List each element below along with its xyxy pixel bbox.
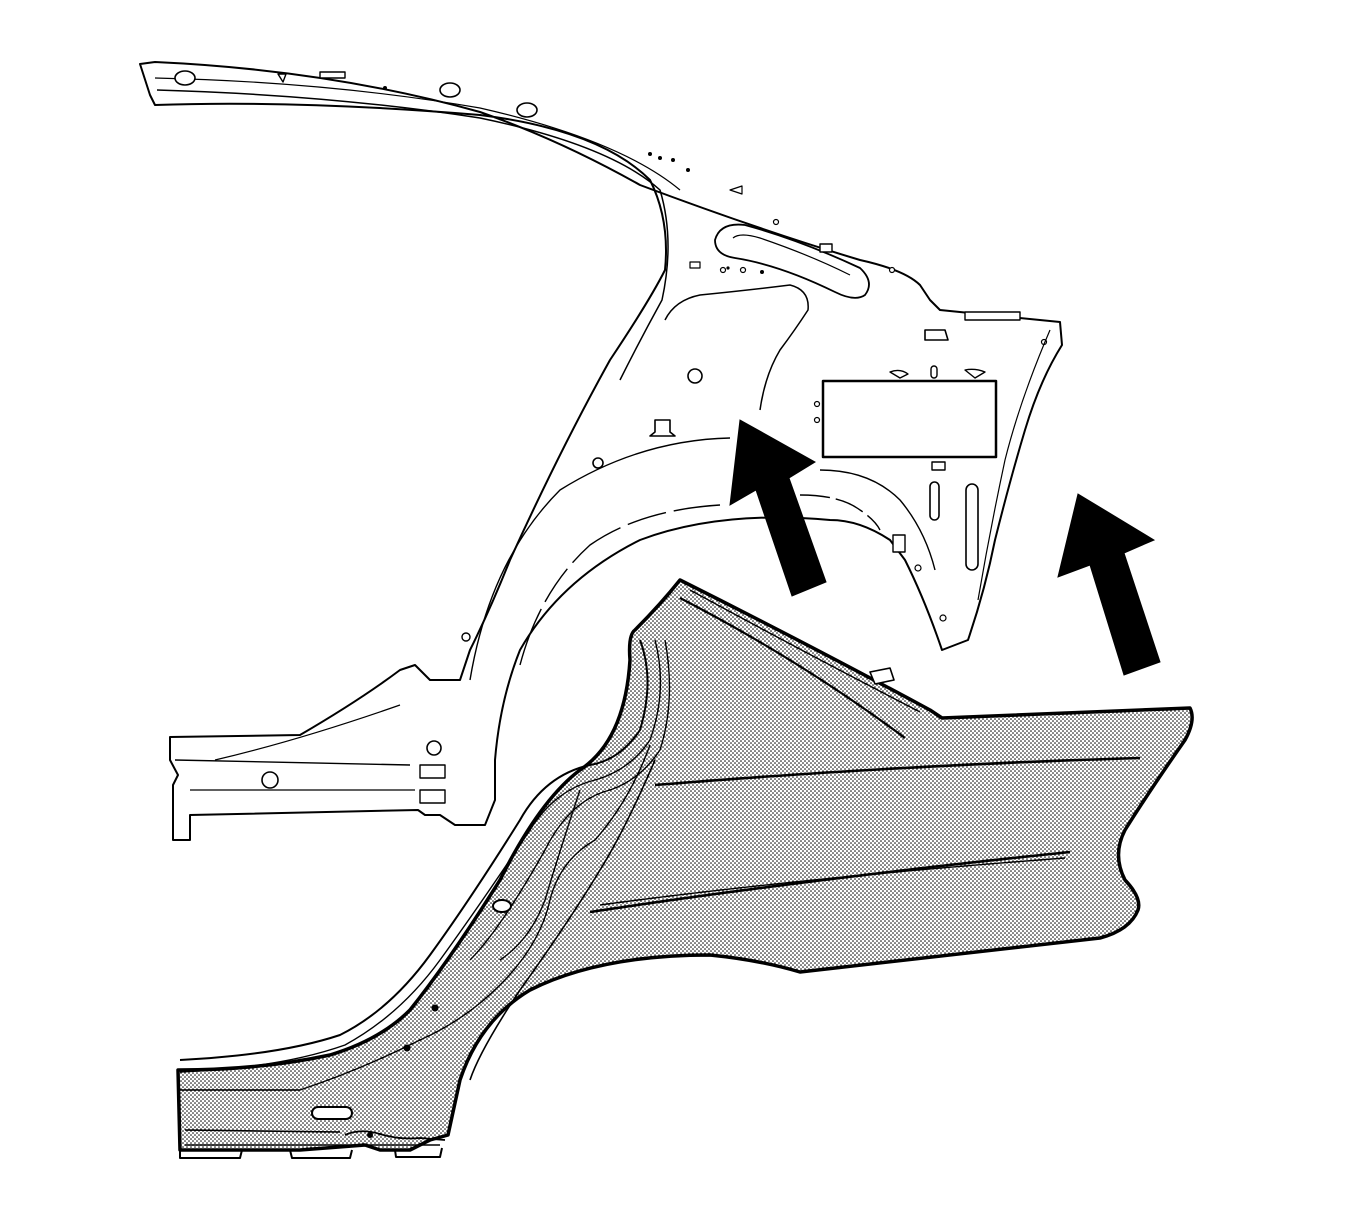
outer-panel-outline [176, 578, 1194, 1152]
inner-quarter-panel [139, 61, 1063, 841]
outer-quarter-panel [176, 578, 1194, 1159]
arrow-right [1057, 493, 1161, 676]
arrow-left [729, 419, 827, 597]
